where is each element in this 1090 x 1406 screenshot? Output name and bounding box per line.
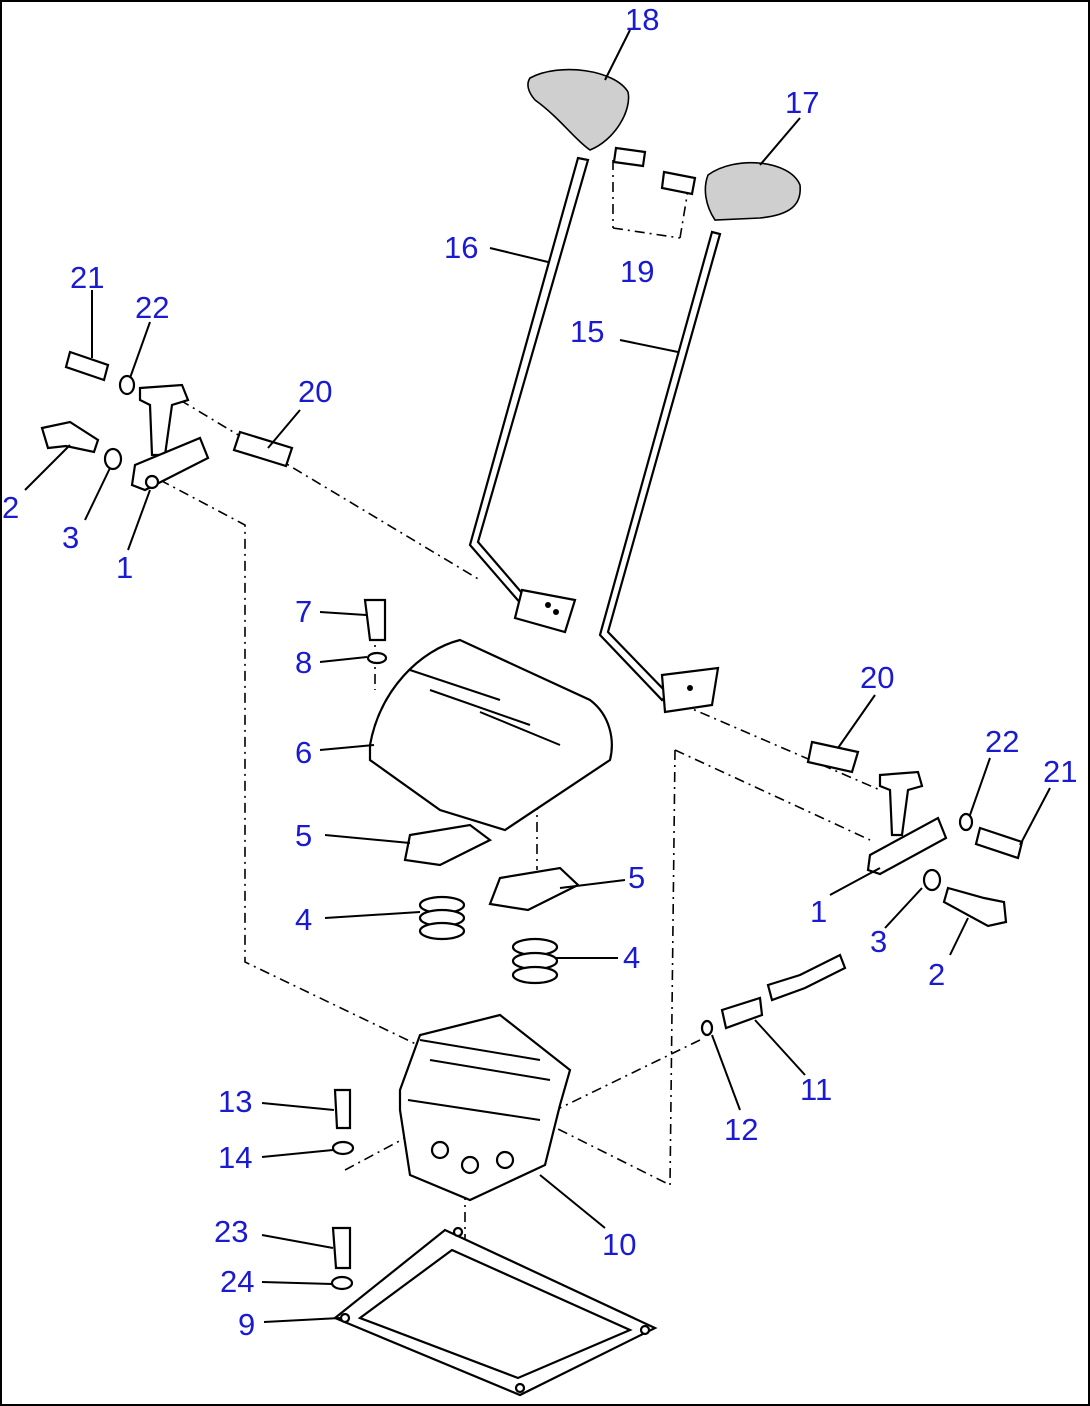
callout-11: 11 xyxy=(800,1072,832,1107)
callout-1-right: 1 xyxy=(810,894,827,929)
callout-21-right: 21 xyxy=(1043,754,1077,789)
washer-22-left xyxy=(118,374,136,396)
washer-3-left xyxy=(103,447,123,471)
washer-22-right xyxy=(958,812,974,832)
callout-2-left: 2 xyxy=(2,490,19,525)
callout-6: 6 xyxy=(295,735,312,770)
callout-16: 16 xyxy=(444,230,478,265)
callouts: 18 17 16 19 15 21 22 20 2 3 1 7 8 6 5 4 … xyxy=(2,2,1077,1342)
retainer-5-left xyxy=(403,823,493,867)
callout-5-right: 5 xyxy=(628,860,645,895)
bolt-2-left xyxy=(40,420,100,454)
callout-21-left: 21 xyxy=(70,260,104,295)
knob-17 xyxy=(704,161,801,221)
washer-24 xyxy=(330,1275,354,1291)
fitting-11 xyxy=(720,953,847,1030)
callout-12: 12 xyxy=(724,1112,758,1147)
clamp-20-left xyxy=(232,430,294,468)
callout-5-left: 5 xyxy=(295,818,312,853)
callout-22-left: 22 xyxy=(135,290,169,325)
bolts-19 xyxy=(612,146,697,196)
callout-17: 17 xyxy=(785,85,819,120)
callout-24: 24 xyxy=(220,1264,254,1299)
callout-15: 15 xyxy=(570,314,604,349)
leader-lines xyxy=(24,29,1051,1323)
spring-4-right xyxy=(511,937,559,985)
plate-9 xyxy=(332,1226,658,1397)
washer-14 xyxy=(331,1140,355,1156)
bolt-2-right xyxy=(942,886,1008,928)
bolt-23 xyxy=(331,1226,352,1270)
screw-7 xyxy=(363,598,387,642)
lever-16 xyxy=(468,156,590,634)
bolt-21-left xyxy=(64,350,110,382)
washer-8 xyxy=(366,651,388,665)
callout-8: 8 xyxy=(295,645,312,680)
oring-12 xyxy=(700,1019,714,1037)
knob-18 xyxy=(527,68,630,151)
callout-2-right: 2 xyxy=(928,957,945,992)
bolt-13 xyxy=(333,1088,352,1130)
callout-1-left: 1 xyxy=(116,550,133,585)
lever-15 xyxy=(598,230,722,714)
clamp-20-right xyxy=(806,740,860,774)
valve-body-10 xyxy=(398,1013,572,1202)
washer-3-right xyxy=(922,868,942,892)
callout-4-left: 4 xyxy=(295,902,312,937)
callout-20-left: 20 xyxy=(298,374,332,409)
callout-22-right: 22 xyxy=(985,724,1019,759)
callout-20-right: 20 xyxy=(860,660,894,695)
callout-14: 14 xyxy=(218,1140,252,1175)
spring-4-left xyxy=(418,895,466,941)
callout-3-right: 3 xyxy=(870,924,887,959)
callout-7: 7 xyxy=(295,594,312,629)
cover-6 xyxy=(368,638,613,832)
bracket-1-left xyxy=(130,383,210,492)
callout-3-left: 3 xyxy=(62,520,79,555)
retainer-5-right xyxy=(488,866,580,912)
bolt-21-right xyxy=(974,826,1024,860)
bracket-1-right xyxy=(866,770,948,876)
callout-10: 10 xyxy=(602,1227,636,1262)
callout-4-right: 4 xyxy=(623,940,640,975)
callout-23: 23 xyxy=(214,1214,248,1249)
callout-13: 13 xyxy=(218,1084,252,1119)
callout-18: 18 xyxy=(625,2,659,37)
callout-9: 9 xyxy=(238,1307,255,1342)
callout-19: 19 xyxy=(620,254,654,289)
